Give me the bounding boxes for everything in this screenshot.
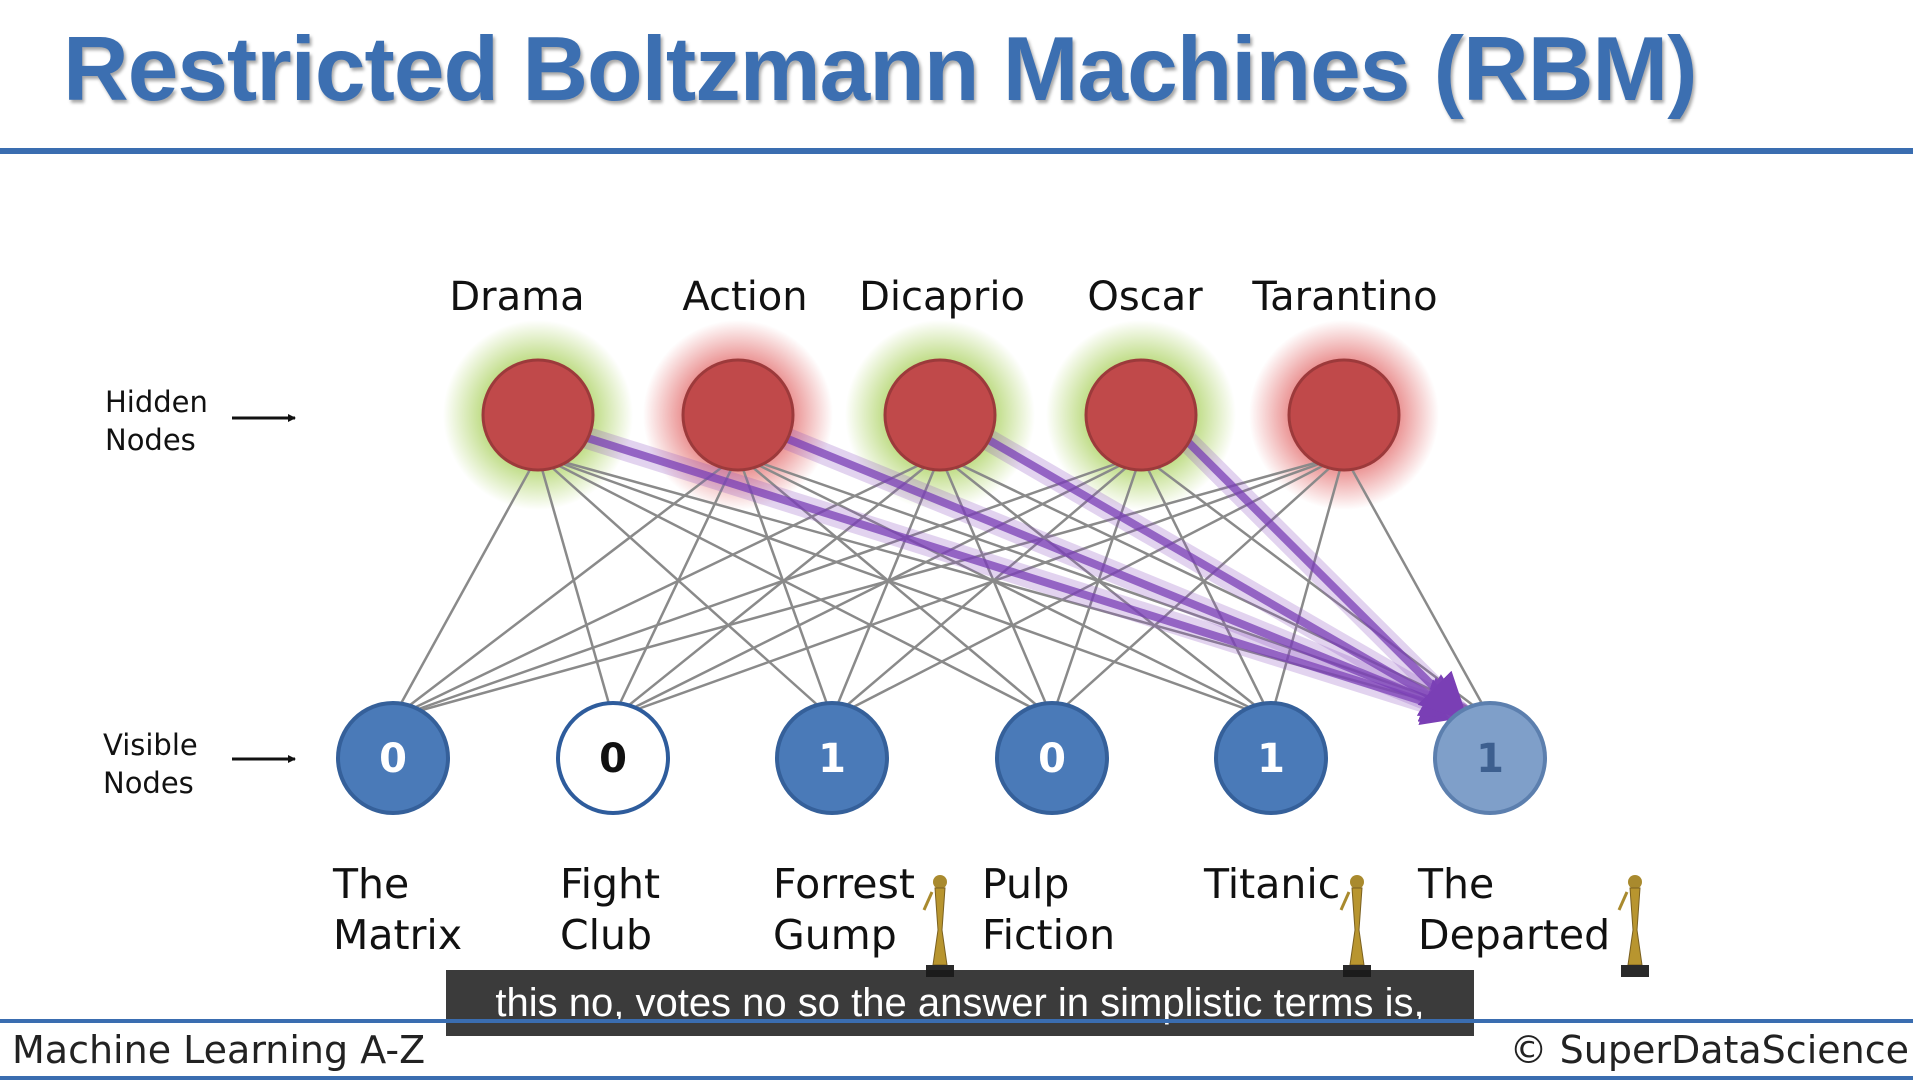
visible-node-value: 1 (1257, 736, 1285, 782)
highlight-arrow-action (776, 431, 1472, 722)
connection-line (392, 454, 739, 719)
movie-title-line: Pulp (982, 860, 1069, 908)
visible-node-value: 1 (1476, 736, 1504, 782)
connection-line (1050, 454, 1143, 719)
connection-line (1139, 454, 1273, 719)
hidden-nodes-label-line1: Hidden (105, 385, 208, 419)
movie-title-line: Titanic (1203, 860, 1340, 908)
connection-line (537, 454, 833, 719)
connection-line (1051, 454, 1345, 719)
course-name: Machine Learning A-Z (12, 1028, 426, 1072)
movie-title-line: Matrix (333, 911, 462, 959)
connection-line (1269, 454, 1346, 719)
visible-node-value: 0 (1038, 736, 1066, 782)
movie-title-line: The (332, 860, 409, 908)
connection-line (612, 453, 1142, 720)
hidden-node-tarantino (1287, 358, 1401, 472)
hidden-node-label: Tarantino (1251, 274, 1437, 320)
oscar-icon (1617, 875, 1649, 977)
connection-line (537, 453, 1053, 720)
hidden-layer: Drama Action Dicaprio Oscar Tarantino (449, 274, 1438, 472)
hidden-node-dicaprio (883, 358, 997, 472)
connection-line (830, 454, 942, 719)
connection-line (938, 454, 1054, 719)
visible-node-value: 0 (599, 736, 627, 782)
connection-line (939, 454, 1272, 719)
visible-node (1214, 701, 1328, 815)
connection-line (737, 453, 1272, 720)
hidden-node-label: Dicaprio (859, 274, 1025, 320)
title-divider (0, 148, 1913, 154)
visible-nodes-label-line2: Nodes (103, 766, 194, 800)
connection-line (392, 453, 941, 720)
connection-line (612, 454, 941, 719)
visible-node (556, 701, 670, 815)
connection-line (611, 454, 740, 719)
hidden-node-drama (481, 358, 595, 472)
hidden-node-label: Oscar (1087, 274, 1203, 320)
connection-line (392, 453, 1345, 720)
oscar-icon (1339, 875, 1371, 977)
movie-title-line: Fight (560, 860, 660, 908)
highlight-arrow-oscar (1178, 432, 1469, 722)
connection-line (736, 454, 834, 719)
highlight-arrow-drama (576, 431, 1472, 726)
connection-line (392, 453, 1142, 720)
highlight-arrow-dicaprio (977, 431, 1471, 720)
hidden-node-action (681, 358, 795, 472)
bottom-edge (0, 1076, 1913, 1080)
visible-node (336, 701, 450, 815)
visible-node (775, 701, 889, 815)
video-caption: this no, votes no so the answer in simpl… (446, 970, 1474, 1036)
slide-title: Restricted Boltzmann Machines (RBM) (63, 19, 1698, 120)
visible-node (995, 701, 1109, 815)
connection-line (612, 453, 1345, 720)
hidden-nodes-label-line2: Nodes (105, 423, 196, 457)
visible-node (1433, 701, 1547, 815)
hidden-node-oscar (1084, 358, 1198, 472)
connection-line (391, 454, 540, 719)
copyright: © SuperDataScience (1509, 1028, 1909, 1072)
visible-nodes-label-line1: Visible (103, 728, 198, 762)
hidden-node-label: Drama (449, 274, 584, 320)
movie-title-line: Departed (1418, 911, 1610, 959)
highlighted-connections (567, 424, 1472, 726)
movie-title-line: Forrest (773, 860, 915, 908)
connection-line (536, 454, 615, 719)
movie-title-line: Gump (773, 911, 897, 959)
visible-node-value: 1 (818, 736, 846, 782)
oscar-icon (922, 875, 954, 977)
movie-title-line: Club (560, 911, 652, 959)
hidden-node-label: Action (682, 274, 807, 320)
footer-divider (0, 1019, 1913, 1023)
connection-line (537, 453, 1272, 720)
connection-line (831, 453, 1345, 720)
movie-title-line: Fiction (982, 911, 1115, 959)
visible-node-value: 0 (379, 736, 407, 782)
movie-title-line: The (1417, 860, 1494, 908)
visible-layer: 0TheMatrix0FightClub1ForrestGump0PulpFic… (332, 701, 1610, 959)
